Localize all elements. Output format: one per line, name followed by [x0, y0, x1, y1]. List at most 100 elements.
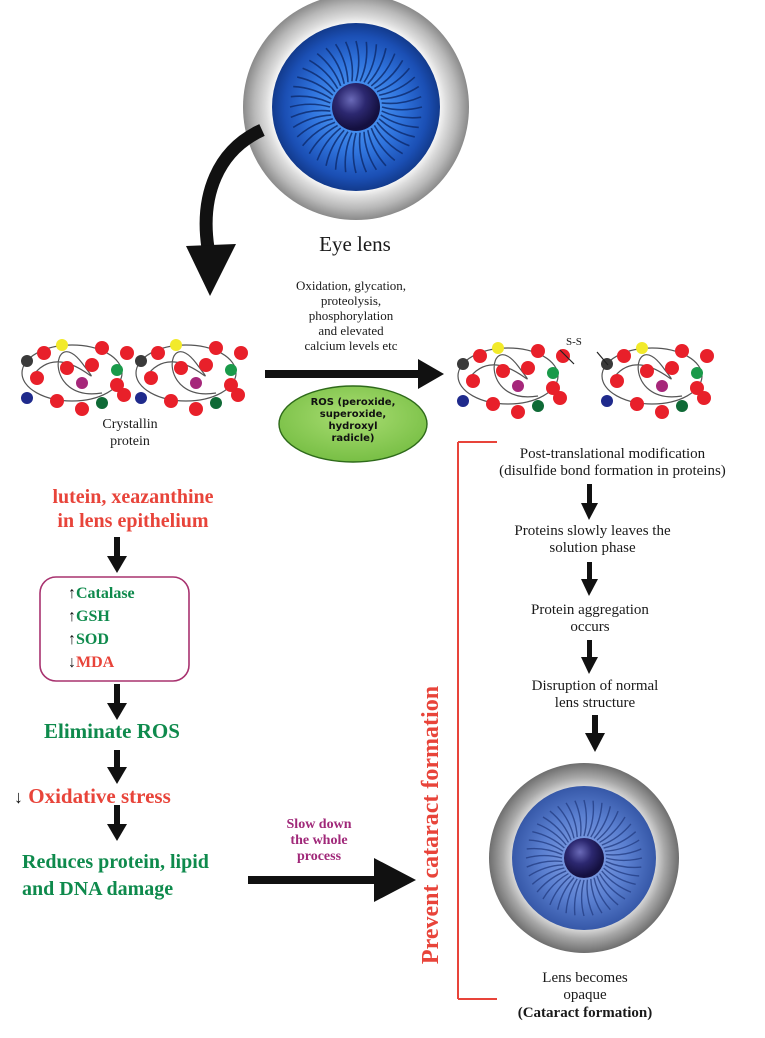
protein-bead — [209, 341, 223, 355]
carotenoid-text: lutein, xeazanthine in lens epithelium — [52, 486, 214, 532]
protein-bead — [151, 346, 165, 360]
protein-bead — [617, 349, 631, 363]
protein-bead — [511, 405, 525, 419]
protein-bead — [21, 392, 33, 404]
slow-down-text: Slow down the whole process — [286, 817, 352, 864]
protein-bead — [556, 349, 570, 363]
slow-down-arrow — [248, 858, 416, 902]
protein-bead — [37, 346, 51, 360]
down-arrow-icon: ↓ — [68, 654, 76, 671]
protein-bead — [697, 391, 711, 405]
protein-bead — [164, 394, 178, 408]
protein-bead — [210, 397, 222, 409]
protein-bead — [486, 397, 500, 411]
eliminate-ros-text: Eliminate ROS — [44, 719, 180, 743]
marker-mda: ↓MDA — [68, 654, 115, 671]
protein-bead — [610, 374, 624, 388]
right-pathway-arrows — [581, 484, 605, 752]
crystallin-label: Crystallin protein — [102, 417, 158, 449]
up-arrow-icon: ↑ — [68, 585, 76, 602]
protein-bead — [85, 358, 99, 372]
left-pathway-arrows — [107, 537, 127, 841]
protein-bead — [135, 392, 147, 404]
protein-bead — [521, 361, 535, 375]
protein-bead — [95, 341, 109, 355]
step-post-translational: Post-translational modification (disulfi… — [499, 446, 726, 479]
protein-bead — [111, 364, 123, 376]
step-disruption: Disruption of normal lens structure — [531, 678, 659, 711]
protein-bead — [144, 371, 158, 385]
protein-bead — [640, 364, 654, 378]
protein-bead — [224, 378, 238, 392]
protein-bead — [630, 397, 644, 411]
protein-bead — [76, 377, 88, 389]
protein-bead — [466, 374, 480, 388]
protein-bead — [135, 355, 147, 367]
protein-bead — [96, 397, 108, 409]
protein-bead — [691, 367, 703, 379]
protein-bead — [110, 378, 124, 392]
marker-list: ↑Catalase ↑GSH ↑SOD ↓MDA — [68, 582, 188, 674]
protein-bead — [199, 358, 213, 372]
prevent-bracket — [457, 441, 497, 1000]
protein-bead — [601, 395, 613, 407]
protein-bead — [50, 394, 64, 408]
eye-lens-label: Eye lens — [319, 232, 391, 256]
protein-bead — [60, 361, 74, 375]
ros-label: ROS (peroxide, superoxide, hydroxyl radi… — [310, 397, 396, 444]
protein-bead — [457, 358, 469, 370]
ros-ellipse — [278, 385, 428, 463]
protein-bead — [553, 391, 567, 405]
protein-bead — [492, 342, 504, 354]
disulfide-label: S-S — [566, 336, 582, 348]
reduces-damage-text: Reduces protein, lipid and DNA damage — [22, 851, 209, 900]
cataract-lens-illustration — [489, 763, 679, 953]
protein-bead — [532, 400, 544, 412]
protein-bead — [531, 344, 545, 358]
protein-bead — [690, 381, 704, 395]
protein-bead — [700, 349, 714, 363]
prevent-cataract-label: Prevent cataract formation — [418, 685, 444, 965]
crystallin-protein-illustration — [21, 339, 134, 416]
protein-bead — [225, 364, 237, 376]
antioxidant-marker-box — [39, 576, 190, 682]
protein-bead — [117, 388, 131, 402]
protein-bead — [655, 405, 669, 419]
protein-bead — [21, 355, 33, 367]
process-causes-text: Oxidation, glycation, proteolysis, phosp… — [295, 278, 407, 353]
lens-opaque-text: Lens becomes opaque — [542, 970, 628, 1003]
curved-arrow-icon — [186, 124, 265, 296]
step-aggregation: Protein aggregation occurs — [531, 602, 649, 635]
step-leaves-solution: Proteins slowly leaves the solution phas… — [514, 523, 671, 556]
protein-bead — [231, 388, 245, 402]
eye-lens-illustration — [243, 0, 469, 220]
protein-bead — [473, 349, 487, 363]
protein-bead — [546, 381, 560, 395]
protein-bead — [170, 339, 182, 351]
protein-bead — [174, 361, 188, 375]
marker-sod: ↑SOD — [68, 631, 109, 648]
protein-bead — [676, 400, 688, 412]
protein-bead — [190, 377, 202, 389]
marker-catalase: ↑Catalase — [68, 585, 135, 602]
cataract-formation-text: (Cataract formation) — [517, 1005, 653, 1021]
protein-bead — [665, 361, 679, 375]
protein-bead — [636, 342, 648, 354]
protein-bead — [496, 364, 510, 378]
protein-bead — [30, 371, 44, 385]
down-arrow-icon: ↓ — [14, 787, 23, 807]
protein-bead — [75, 402, 89, 416]
protein-bead — [675, 344, 689, 358]
disulfide-bond-lines — [559, 349, 609, 366]
protein-bead — [56, 339, 68, 351]
oxidative-stress-text: ↓ Oxidative stress — [14, 784, 171, 808]
protein-bead — [547, 367, 559, 379]
protein-bead — [512, 380, 524, 392]
protein-bead — [189, 402, 203, 416]
protein-bead — [120, 346, 134, 360]
main-process-arrow — [265, 359, 444, 389]
marker-gsh: ↑GSH — [68, 608, 110, 625]
up-arrow-icon: ↑ — [68, 608, 76, 625]
protein-bead — [457, 395, 469, 407]
